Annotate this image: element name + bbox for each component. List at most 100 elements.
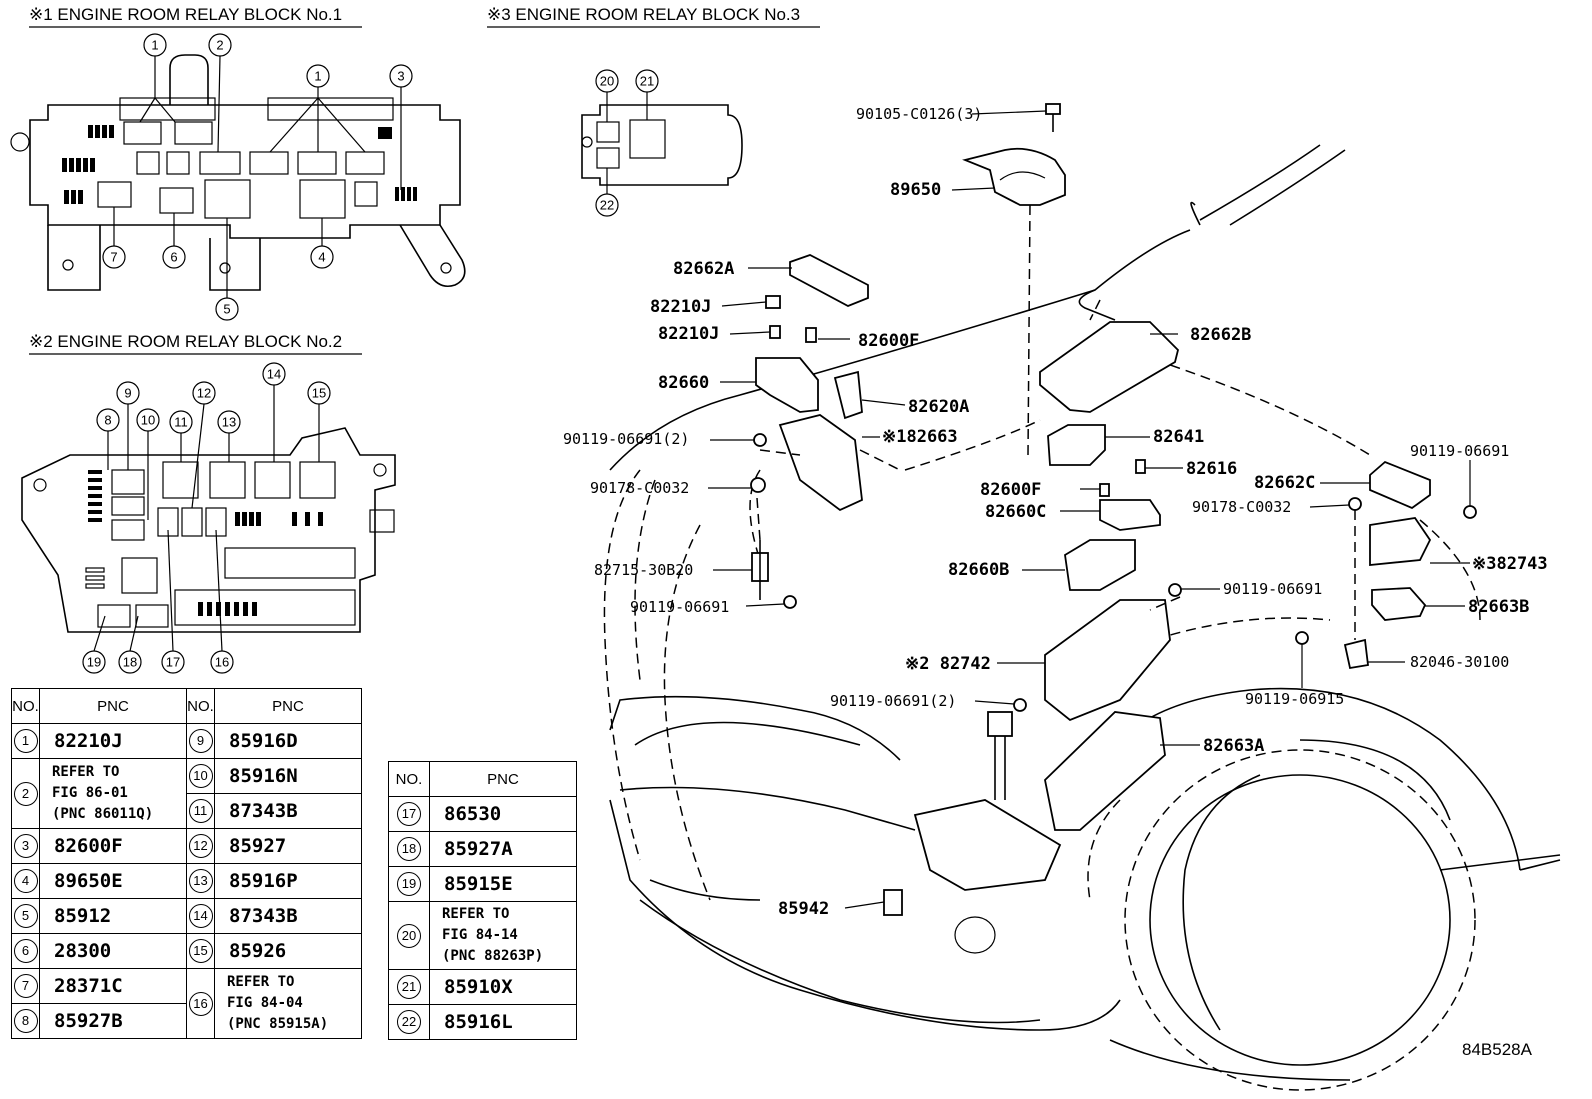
col-header-no: NO. [11,688,40,724]
label-82620a: 82620A [908,397,969,417]
label-82662a: 82662A [673,259,734,279]
row-number: 14 [188,904,213,928]
svg-text:5: 5 [223,302,230,317]
row-pnc: 85927B [39,1003,187,1039]
row-number: 7 [13,974,38,998]
svg-text:4: 4 [318,250,325,265]
parts-shapes [750,103,1477,916]
table-row: 1 82210J 9 85916D [11,723,362,759]
row-number: 6 [13,939,38,963]
callout-3: 3 [389,64,413,88]
label-82210j-2: 82210J [658,324,719,344]
col-header-no: NO. [388,761,430,797]
callout-17: 17 [161,650,185,674]
row-pnc: 28371C [39,968,187,1004]
header-relay-block-3: ※3 ENGINE ROOM RELAY BLOCK No.3 [487,5,800,24]
row-number: 10 [188,764,213,788]
svg-text:10: 10 [141,413,155,428]
col-header-pnc: PNC [39,688,187,724]
row-pnc: 85927A [429,831,577,867]
row-number: 16 [188,991,213,1016]
col-header-no: NO. [186,688,215,724]
label-90119-06691-center: 90119-06691 [1223,580,1322,598]
header-relay-block-1: ※1 ENGINE ROOM RELAY BLOCK No.1 [29,5,342,24]
callout-21: 21 [635,69,659,93]
label-82663: ※182663 [882,427,958,447]
svg-text:12: 12 [197,386,211,401]
table-row: 5 85912 14 87343B [11,898,362,934]
label-82210j-1: 82210J [650,297,711,317]
relay-block-1-callouts: 1 2 1 3 7 6 4 5 [102,33,413,321]
svg-text:2: 2 [216,38,223,53]
callout-19: 19 [82,650,106,674]
svg-text:22: 22 [600,198,614,213]
header-relay-block-2: ※2 ENGINE ROOM RELAY BLOCK No.2 [29,332,342,351]
row-pnc: 85916L [429,1004,577,1040]
callout-13: 13 [217,410,241,434]
table-row: 22 85916L [388,1004,577,1040]
svg-text:11: 11 [174,415,188,430]
label-82660: 82660 [658,373,709,393]
callout-5: 5 [215,297,239,321]
table-row: 11 87343B [12,793,362,829]
callout-22: 22 [595,193,619,217]
svg-text:9: 9 [124,386,131,401]
svg-text:15: 15 [312,386,326,401]
part-labels: 90105-C0126(3) 89650 82662A 82210J 82210… [563,105,1548,919]
row-number: 2 [13,781,38,806]
svg-text:18: 18 [123,655,137,670]
table-row: 6 28300 15 85926 [11,933,362,969]
pnc-table: NO. PNC NO. PNC 1 82210J 9 85916D 2 REFE… [11,688,362,1039]
label-82742: ※2 82742 [905,654,991,674]
row-pnc: 85926 [214,933,362,969]
label-90119-06691-mid: 90119-06691 [630,598,729,616]
col-header-pnc: PNC [429,761,577,797]
table-row: 21 85910X [388,969,577,1005]
callout-1a: 1 [143,33,167,57]
row-pnc: 85916P [214,863,362,899]
svg-text:7: 7 [110,250,117,265]
row-number: 5 [13,904,38,928]
row-number: 19 [397,872,421,896]
row-number: 9 [188,729,213,753]
row-pnc: 85910X [429,969,577,1005]
table-row: 8 85927B [11,1003,362,1039]
row-number: 17 [397,802,421,826]
label-82641: 82641 [1153,427,1204,447]
svg-text:1: 1 [151,38,158,53]
callout-16: 16 [210,650,234,674]
callout-9: 9 [116,381,140,405]
table-row: 19 85915E [388,866,577,902]
row-number: 8 [13,1009,38,1033]
row-pnc: REFER TO FIG 86-01 (PNC 86011Q) [39,758,187,829]
label-82616: 82616 [1186,459,1237,479]
relay-block-2-drawing [21,427,396,633]
row-pnc: 85916D [214,723,362,759]
row-number: 12 [188,834,213,858]
label-82600f-2: 82600F [980,480,1041,500]
row-number: 13 [188,869,213,893]
callout-14: 14 [262,362,286,386]
callout-12: 12 [192,381,216,405]
vehicle-outline [603,144,1561,1091]
label-90119-06691-2a: 90119-06691(2) [563,430,689,448]
label-82660b: 82660B [948,560,1009,580]
row-pnc: 28300 [39,933,187,969]
table-row: 17 86530 [388,796,577,832]
svg-text:8: 8 [104,413,111,428]
table-row: 2 REFER TO FIG 86-01 (PNC 86011Q) 10 859… [11,758,362,829]
svg-text:13: 13 [222,415,236,430]
table-row: 7 28371C 16 REFER TO FIG 84-04 (PNC 8591… [11,968,362,1039]
label-82662b: 82662B [1190,325,1251,345]
row-number: 21 [397,975,421,999]
row-number: 18 [397,837,421,861]
callout-11: 11 [169,410,193,434]
label-90178-c0032-1: 90178-C0032 [590,479,689,497]
svg-text:20: 20 [600,74,614,89]
table-row: 4 89650E 13 85916P [11,863,362,899]
callout-15: 15 [307,381,331,405]
callout-4: 4 [310,245,334,269]
row-pnc: 87343B [214,793,362,829]
pnc-table-right: NO. PNC 17 86530 18 85927A 19 85915E 20 … [388,761,577,1040]
